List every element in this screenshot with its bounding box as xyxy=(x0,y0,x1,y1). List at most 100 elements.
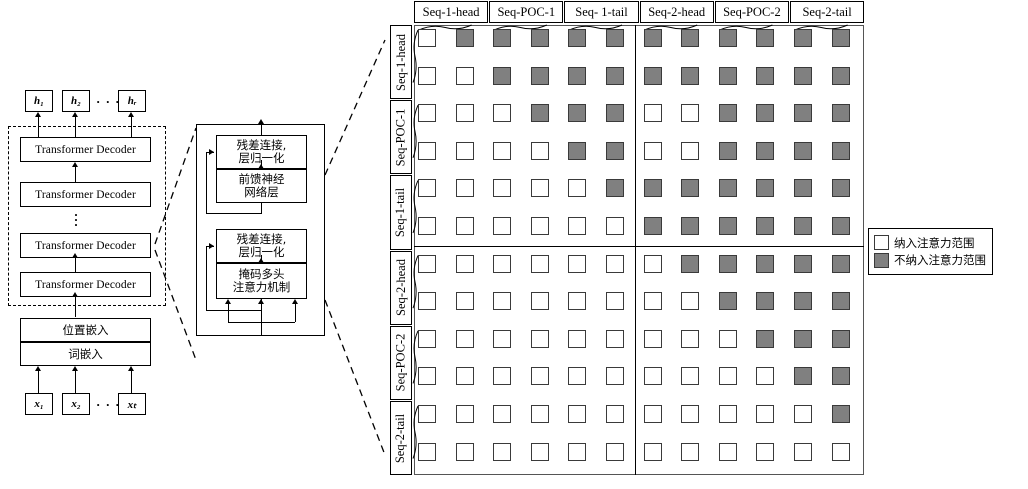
mask-cell-r7-c12 xyxy=(831,254,850,273)
mask-cell-r3-c5 xyxy=(568,104,587,123)
mask-cell-r12-c3 xyxy=(493,442,512,461)
mask-cell-r7-c3 xyxy=(493,254,512,273)
mask-cell-r12-c11 xyxy=(794,442,812,461)
legend-label-included: 纳入注意力范围 xyxy=(894,235,975,250)
qkv-arrow-k xyxy=(257,299,264,304)
mask-cell-r2-c2 xyxy=(455,66,474,85)
mask-cell-r1-c5 xyxy=(568,29,587,47)
mask-cell-r2-c7 xyxy=(643,66,662,85)
matrix-row-header-label: Seq-2-head xyxy=(393,259,408,317)
residual-upper-bottom xyxy=(206,213,262,214)
mask-cell-r2-c4 xyxy=(530,66,549,85)
output-token-hr: hᵣ xyxy=(118,90,146,112)
mask-cell-r4-c12 xyxy=(831,141,850,160)
mask-cell-r12-c4 xyxy=(530,442,549,461)
mask-cell-r10-c10 xyxy=(756,367,775,386)
legend-swatch-excluded xyxy=(874,252,889,268)
mask-cell-r8-c3 xyxy=(493,292,512,311)
mask-cell-r5-c12 xyxy=(831,179,850,198)
mask-cell-r6-c3 xyxy=(493,217,512,235)
mask-cell-r5-c10 xyxy=(756,179,775,198)
matrix-sequence-divider-vertical xyxy=(634,25,637,476)
input-token-xt: xₜ xyxy=(118,393,146,415)
mask-cell-r2-c9 xyxy=(718,66,737,85)
mask-cell-r3-c11 xyxy=(794,104,812,123)
positional-embedding-block: 位置嵌入 xyxy=(20,318,151,342)
mask-cell-r2-c1 xyxy=(418,66,436,85)
mask-cell-r3-c3 xyxy=(493,104,512,123)
mask-cell-r11-c7 xyxy=(643,405,662,423)
mask-cell-r6-c2 xyxy=(455,217,474,235)
mask-cell-r5-c6 xyxy=(606,179,624,198)
mask-cell-r1-c2 xyxy=(455,29,474,47)
mask-cell-r4-c3 xyxy=(493,141,512,160)
output-ellipsis: · · · xyxy=(96,94,121,109)
matrix-row-header-6: Seq-2-tail xyxy=(390,401,412,476)
mask-cell-r1-c7 xyxy=(643,29,662,47)
mask-cell-r3-c7 xyxy=(643,104,662,123)
qkv-line-q xyxy=(228,304,229,322)
arrow-line-xt xyxy=(131,371,132,393)
arrow-head-h2 xyxy=(71,112,78,117)
mask-cell-r9-c12 xyxy=(831,329,850,348)
arrow-attn-to-addnorm-head xyxy=(257,258,264,263)
mask-cell-r8-c11 xyxy=(794,292,812,311)
mask-cell-r5-c3 xyxy=(493,179,512,198)
mask-cell-r1-c9 xyxy=(718,29,737,47)
mask-cell-r4-c11 xyxy=(794,141,812,160)
mask-cell-r8-c6 xyxy=(606,292,624,311)
mask-cell-r7-c8 xyxy=(681,254,700,273)
mask-cell-r1-c10 xyxy=(756,29,775,47)
mask-cell-r9-c9 xyxy=(718,329,737,348)
transformer-decoder-1: Transformer Decoder xyxy=(20,137,151,162)
mask-cell-r12-c1 xyxy=(418,442,436,461)
mask-cell-r5-c8 xyxy=(681,179,700,198)
mask-cell-r7-c2 xyxy=(455,254,474,273)
residual-lower-left xyxy=(206,246,207,310)
mask-cell-r5-c2 xyxy=(455,179,474,198)
feed-forward-block: 前馈神经 网络层 xyxy=(216,169,307,203)
mask-cell-r8-c4 xyxy=(530,292,549,311)
mask-cell-r8-c2 xyxy=(455,292,474,311)
matrix-col-header-3: Seq- 1-tail xyxy=(564,1,639,23)
masked-attention-line1: 掩码多头 xyxy=(238,267,285,282)
arrow-head-hr xyxy=(127,112,134,117)
arrow-line-x2 xyxy=(75,371,76,393)
mask-cell-r12-c9 xyxy=(718,442,737,461)
mask-cell-r2-c6 xyxy=(606,66,624,85)
mask-cell-r5-c11 xyxy=(794,179,812,198)
qkv-input-stem xyxy=(261,322,262,336)
arrow-head-dec2-dec1 xyxy=(71,162,78,167)
mask-cell-r4-c8 xyxy=(681,141,700,160)
matrix-frame xyxy=(414,25,865,476)
masked-attention-line2: 注意力机制 xyxy=(232,280,291,294)
mask-cell-r11-c8 xyxy=(681,405,700,423)
input-token-x2: x₂ xyxy=(62,393,90,415)
mask-cell-r2-c3 xyxy=(493,66,512,85)
mask-cell-r10-c4 xyxy=(530,367,549,386)
mask-cell-r11-c1 xyxy=(418,405,436,423)
mask-cell-r6-c11 xyxy=(794,217,812,235)
mask-cell-r11-c6 xyxy=(606,405,624,423)
arrow-ff-to-addnorm-line xyxy=(261,203,262,214)
mask-cell-r9-c2 xyxy=(455,329,474,348)
mask-cell-r10-c7 xyxy=(643,367,662,386)
matrix-col-header-6: Seq-2-tail xyxy=(790,1,865,23)
arrow-head-xt xyxy=(127,366,134,371)
qkv-line-k xyxy=(261,304,262,322)
matrix-row-header-4: Seq-2-head xyxy=(390,250,412,325)
mask-cell-r12-c2 xyxy=(455,442,474,461)
mask-cell-r10-c5 xyxy=(568,367,587,386)
mask-cell-r11-c5 xyxy=(568,405,587,423)
mask-cell-r5-c4 xyxy=(530,179,549,198)
matrix-row-header-1: Seq-1-head xyxy=(390,25,412,100)
mask-cell-r3-c1 xyxy=(418,104,436,123)
arrow-ff-up xyxy=(261,160,262,170)
mask-cell-r10-c9 xyxy=(718,367,737,386)
arrow-ff-to-addnorm-head xyxy=(257,164,264,169)
mask-cell-r5-c7 xyxy=(643,179,662,198)
mask-cell-r10-c3 xyxy=(493,367,512,386)
mask-cell-r7-c6 xyxy=(606,254,624,273)
input-ellipsis: · · · xyxy=(96,397,121,412)
mask-cell-r10-c8 xyxy=(681,367,700,386)
